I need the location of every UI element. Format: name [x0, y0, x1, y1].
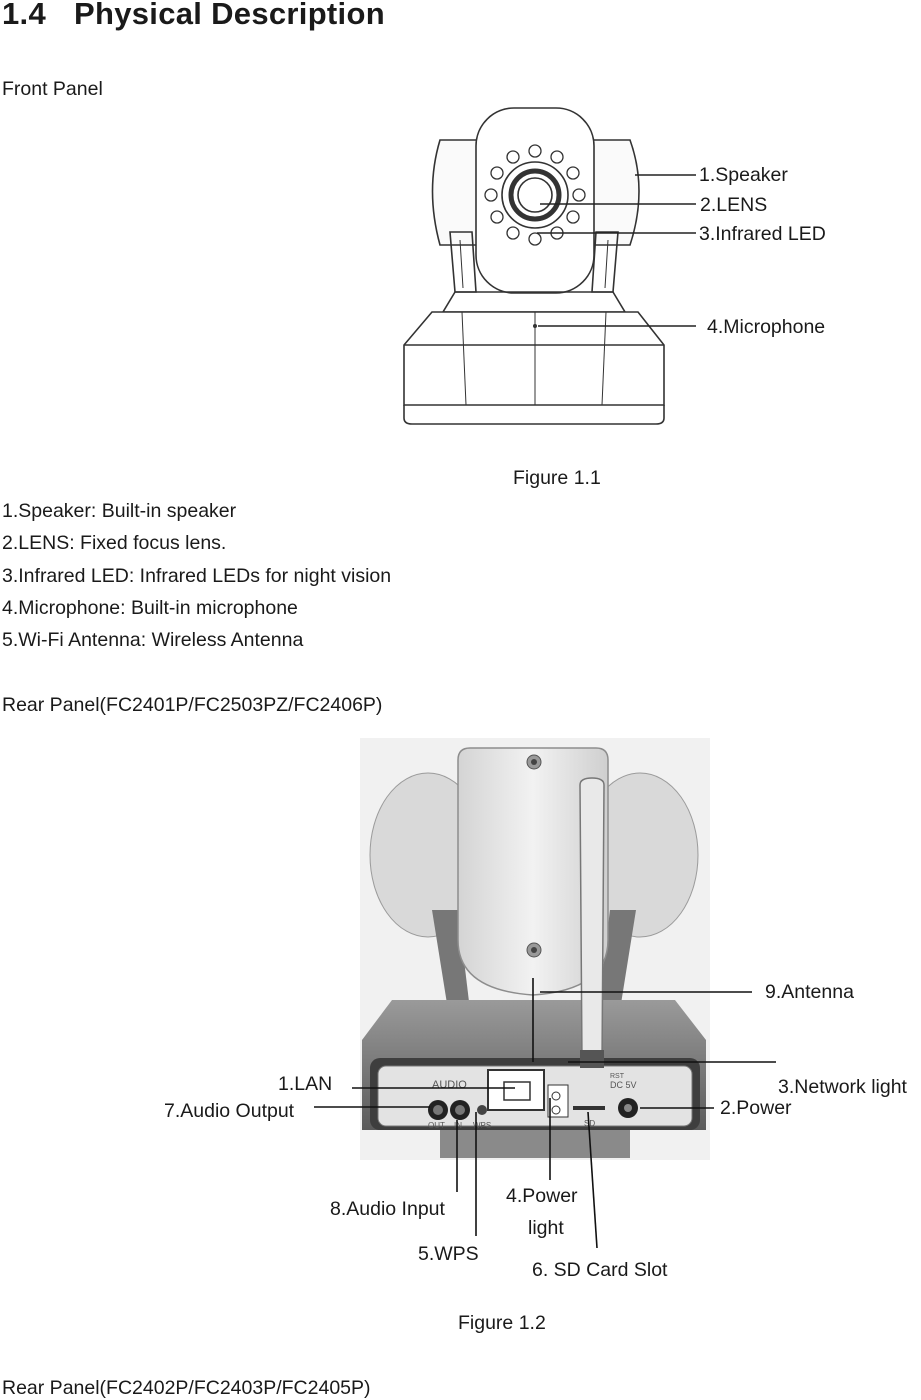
- section-title: Physical Description: [74, 0, 385, 31]
- device-label-audio: AUDIO: [432, 1079, 467, 1091]
- description-lens: 2.LENS: Fixed focus lens.: [2, 532, 227, 554]
- description-infrared-led: 3.Infrared LED: Infrared LEDs for night …: [2, 565, 392, 587]
- callout-power-light-2: light: [528, 1217, 564, 1239]
- front-panel-title: Front Panel: [2, 78, 103, 100]
- rear-camera-illustration: AUDIO OUT IN WPS RST DC 5V SD: [314, 738, 776, 1249]
- device-label-sd: SD: [584, 1119, 595, 1128]
- description-microphone: 4.Microphone: Built-in microphone: [2, 597, 298, 619]
- front-camera-illustration: [403, 107, 696, 425]
- callout-audio-input: 8.Audio Input: [330, 1198, 445, 1220]
- callout-lens: 2.LENS: [700, 194, 768, 216]
- callout-audio-output: 7.Audio Output: [164, 1100, 295, 1122]
- callout-power-light: 4.Power: [506, 1185, 578, 1207]
- callout-sd-card-slot: 6. SD Card Slot: [532, 1259, 668, 1281]
- callout-network-light: 3.Network light: [778, 1076, 907, 1098]
- section-number: 1.4: [2, 0, 46, 31]
- callout-wps: 5.WPS: [418, 1243, 479, 1265]
- rear-panel-title-1: Rear Panel(FC2401P/FC2503PZ/FC2406P): [2, 694, 383, 716]
- callout-lan: 1.LAN: [278, 1073, 333, 1095]
- figure-caption-2: Figure 1.2: [458, 1312, 546, 1334]
- callout-speaker: 1.Speaker: [699, 164, 788, 186]
- callout-power: 2.Power: [720, 1097, 792, 1119]
- section-heading: 1.4 Physical Description: [2, 0, 385, 32]
- description-wifi-antenna: 5.Wi-Fi Antenna: Wireless Antenna: [2, 629, 304, 651]
- device-label-wps: WPS: [473, 1121, 491, 1130]
- device-label-rst: RST: [610, 1073, 625, 1080]
- callout-infrared-led: 3.Infrared LED: [699, 223, 826, 245]
- description-speaker: 1.Speaker: Built-in speaker: [2, 500, 237, 522]
- figure-caption-1: Figure 1.1: [513, 467, 601, 489]
- device-label-in: IN: [454, 1121, 462, 1130]
- device-label-out: OUT: [428, 1121, 445, 1130]
- device-label-dc: DC 5V: [610, 1080, 637, 1090]
- rear-panel-title-2: Rear Panel(FC2402P/FC2403P/FC2405P): [2, 1377, 371, 1399]
- callout-antenna: 9.Antenna: [765, 981, 854, 1003]
- callout-microphone: 4.Microphone: [707, 316, 826, 338]
